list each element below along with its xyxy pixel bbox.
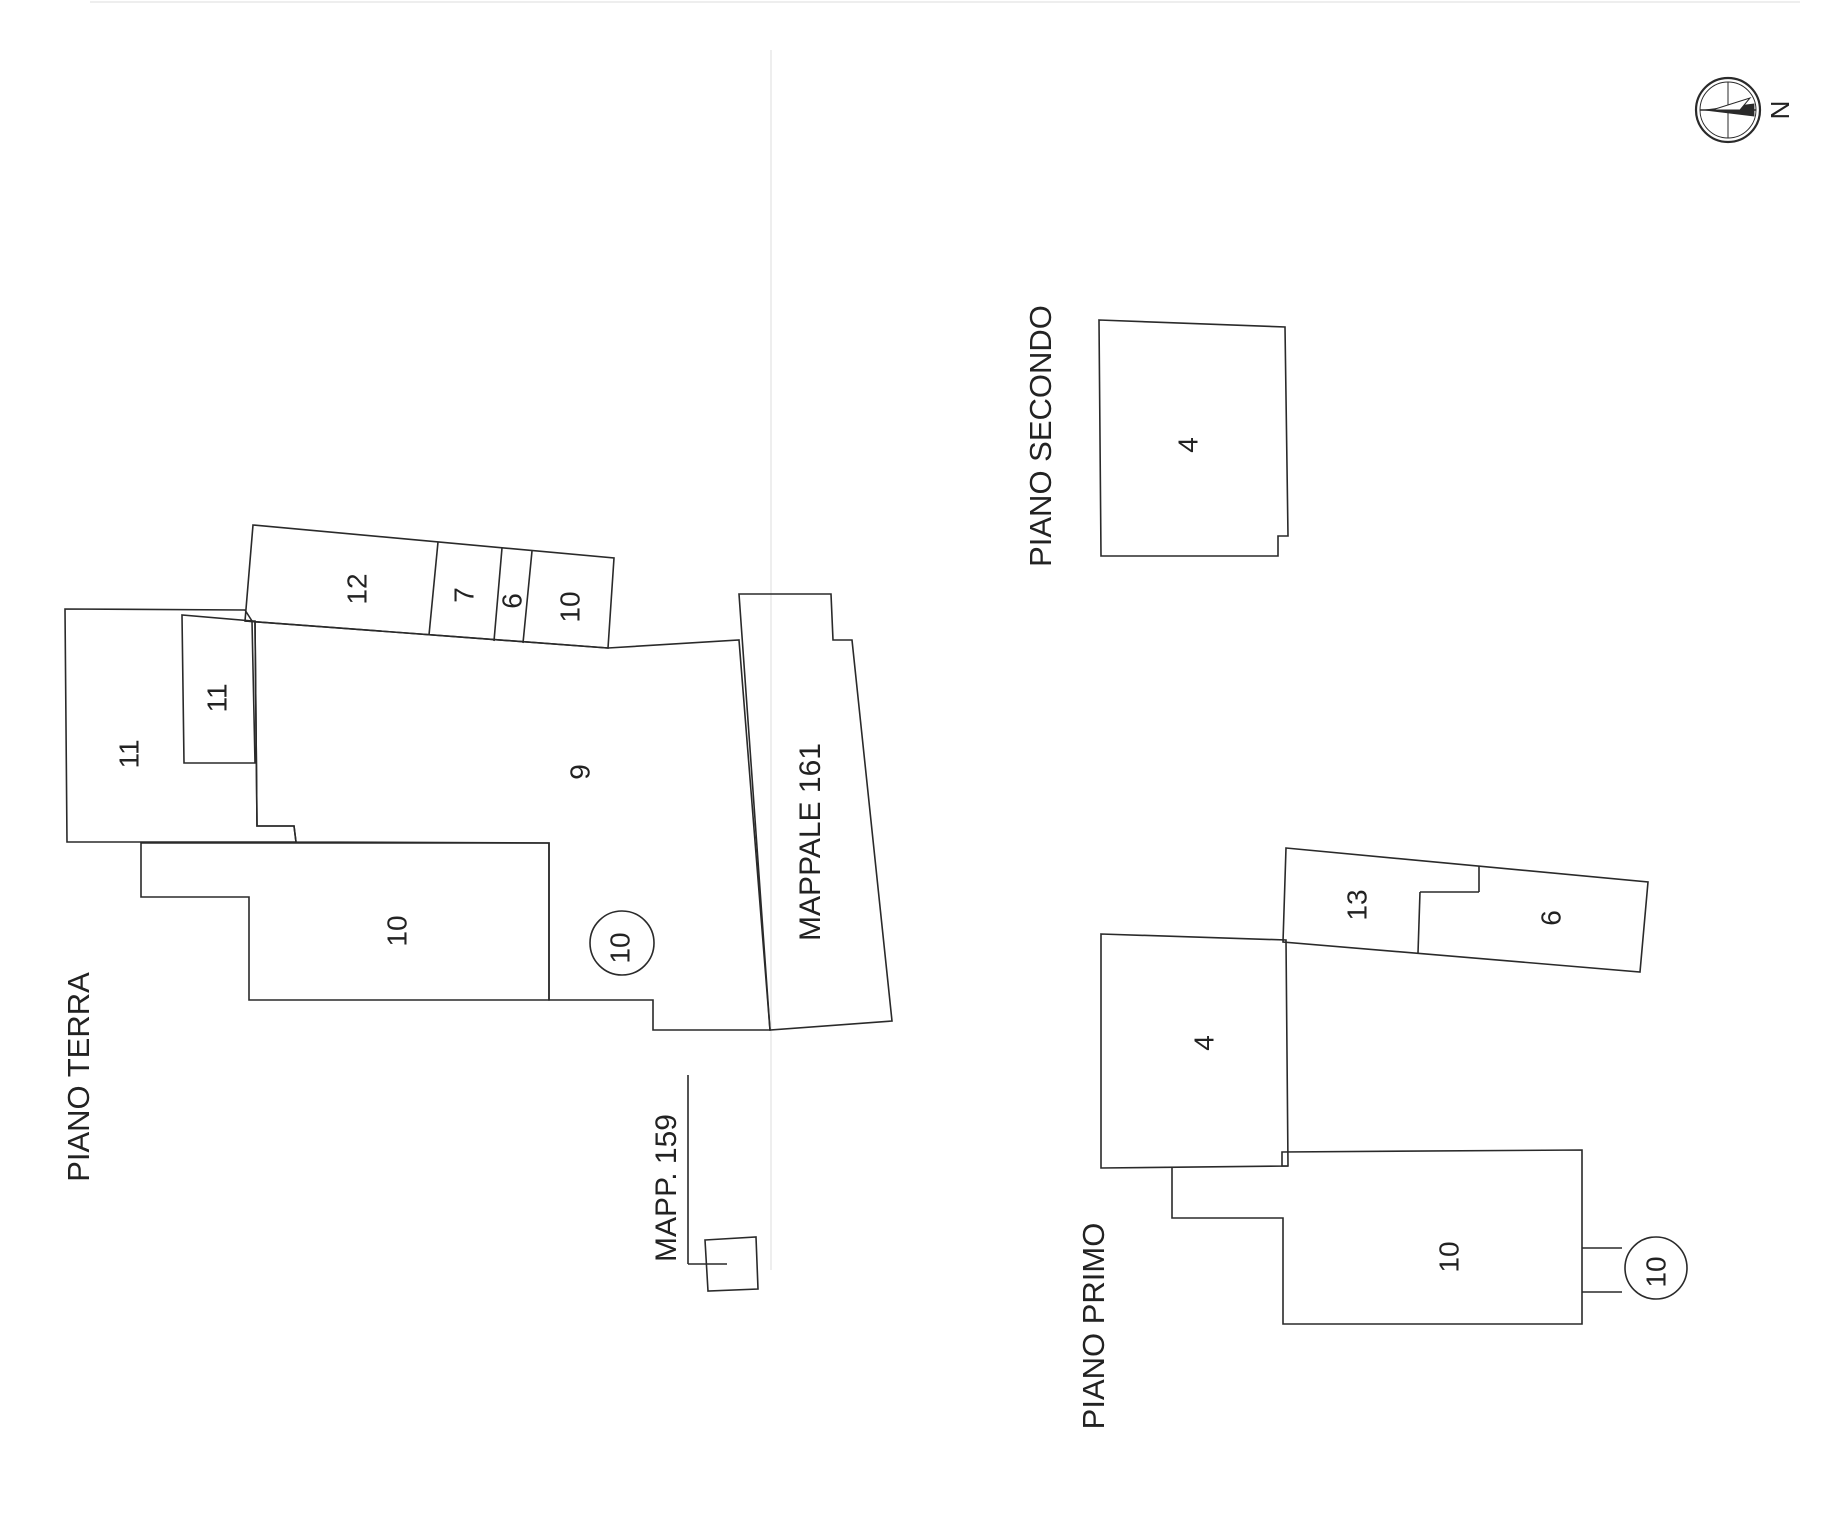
mapp-159-label: MAPP. 159 (650, 1114, 683, 1262)
ground-room-11-outer-label: 11 (113, 739, 144, 768)
first-balcony (1582, 1247, 1622, 1293)
ground-divider-7-6 (493, 547, 503, 642)
ground-stair-label: 10 (604, 932, 635, 963)
ground-divider-6-10 (522, 550, 533, 644)
first-divider-13-6c (1417, 891, 1421, 954)
second-room-4 (1098, 319, 1289, 557)
second-floor-plan (1098, 319, 1289, 557)
first-room-10-label: 10 (1433, 1241, 1464, 1272)
ground-room-12-label: 12 (341, 573, 372, 604)
first-room-13-label: 13 (1341, 889, 1372, 920)
north-letter: N (1765, 101, 1795, 120)
first-room-4-label: 4 (1188, 1035, 1219, 1051)
ground-room-10-label: 10 (381, 915, 412, 946)
ground-room-10 (140, 842, 550, 1001)
ground-floor-label: PIANO TERRA (61, 972, 96, 1182)
first-floor-label: PIANO PRIMO (1076, 1223, 1111, 1430)
ground-room-9-label: 9 (564, 764, 595, 780)
plan-labels: PIANO TERRA PIANO PRIMO PIANO SECONDO MA… (61, 305, 1111, 1429)
mappale-161-strip (738, 593, 893, 1031)
ground-room-11-outer (64, 608, 297, 843)
first-rooms-13-6 (1282, 847, 1649, 973)
mapp-159-plot (704, 1236, 759, 1292)
ground-divider-12-7 (428, 541, 439, 636)
ground-room-6-label: 6 (496, 593, 527, 609)
ground-room-9 (244, 620, 771, 1031)
ground-room-7-label: 7 (448, 587, 479, 603)
first-stair-label: 10 (1640, 1256, 1671, 1287)
second-room-4-label: 4 (1172, 437, 1203, 453)
ground-spiral-stair (589, 910, 655, 976)
mappale-161-label: MAPPALE 161 (794, 743, 827, 941)
first-spiral-stair (1624, 1236, 1688, 1300)
room-labels: 11 11 9 10 12 7 6 10 10 4 4 13 6 10 10 (113, 437, 1671, 1287)
ground-room-10b-label: 10 (554, 591, 585, 622)
ground-top-strip (244, 524, 615, 649)
ground-room-11-inner-label: 11 (201, 683, 232, 712)
north-arrow-icon: N (1694, 76, 1795, 144)
ground-floor-plan (64, 524, 893, 1292)
first-floor-plan (1100, 847, 1688, 1325)
first-room-10 (1171, 1149, 1583, 1325)
first-room-6-label: 6 (1535, 910, 1566, 926)
ground-room-11-inner (181, 614, 256, 764)
second-floor-label: PIANO SECONDO (1023, 305, 1058, 567)
